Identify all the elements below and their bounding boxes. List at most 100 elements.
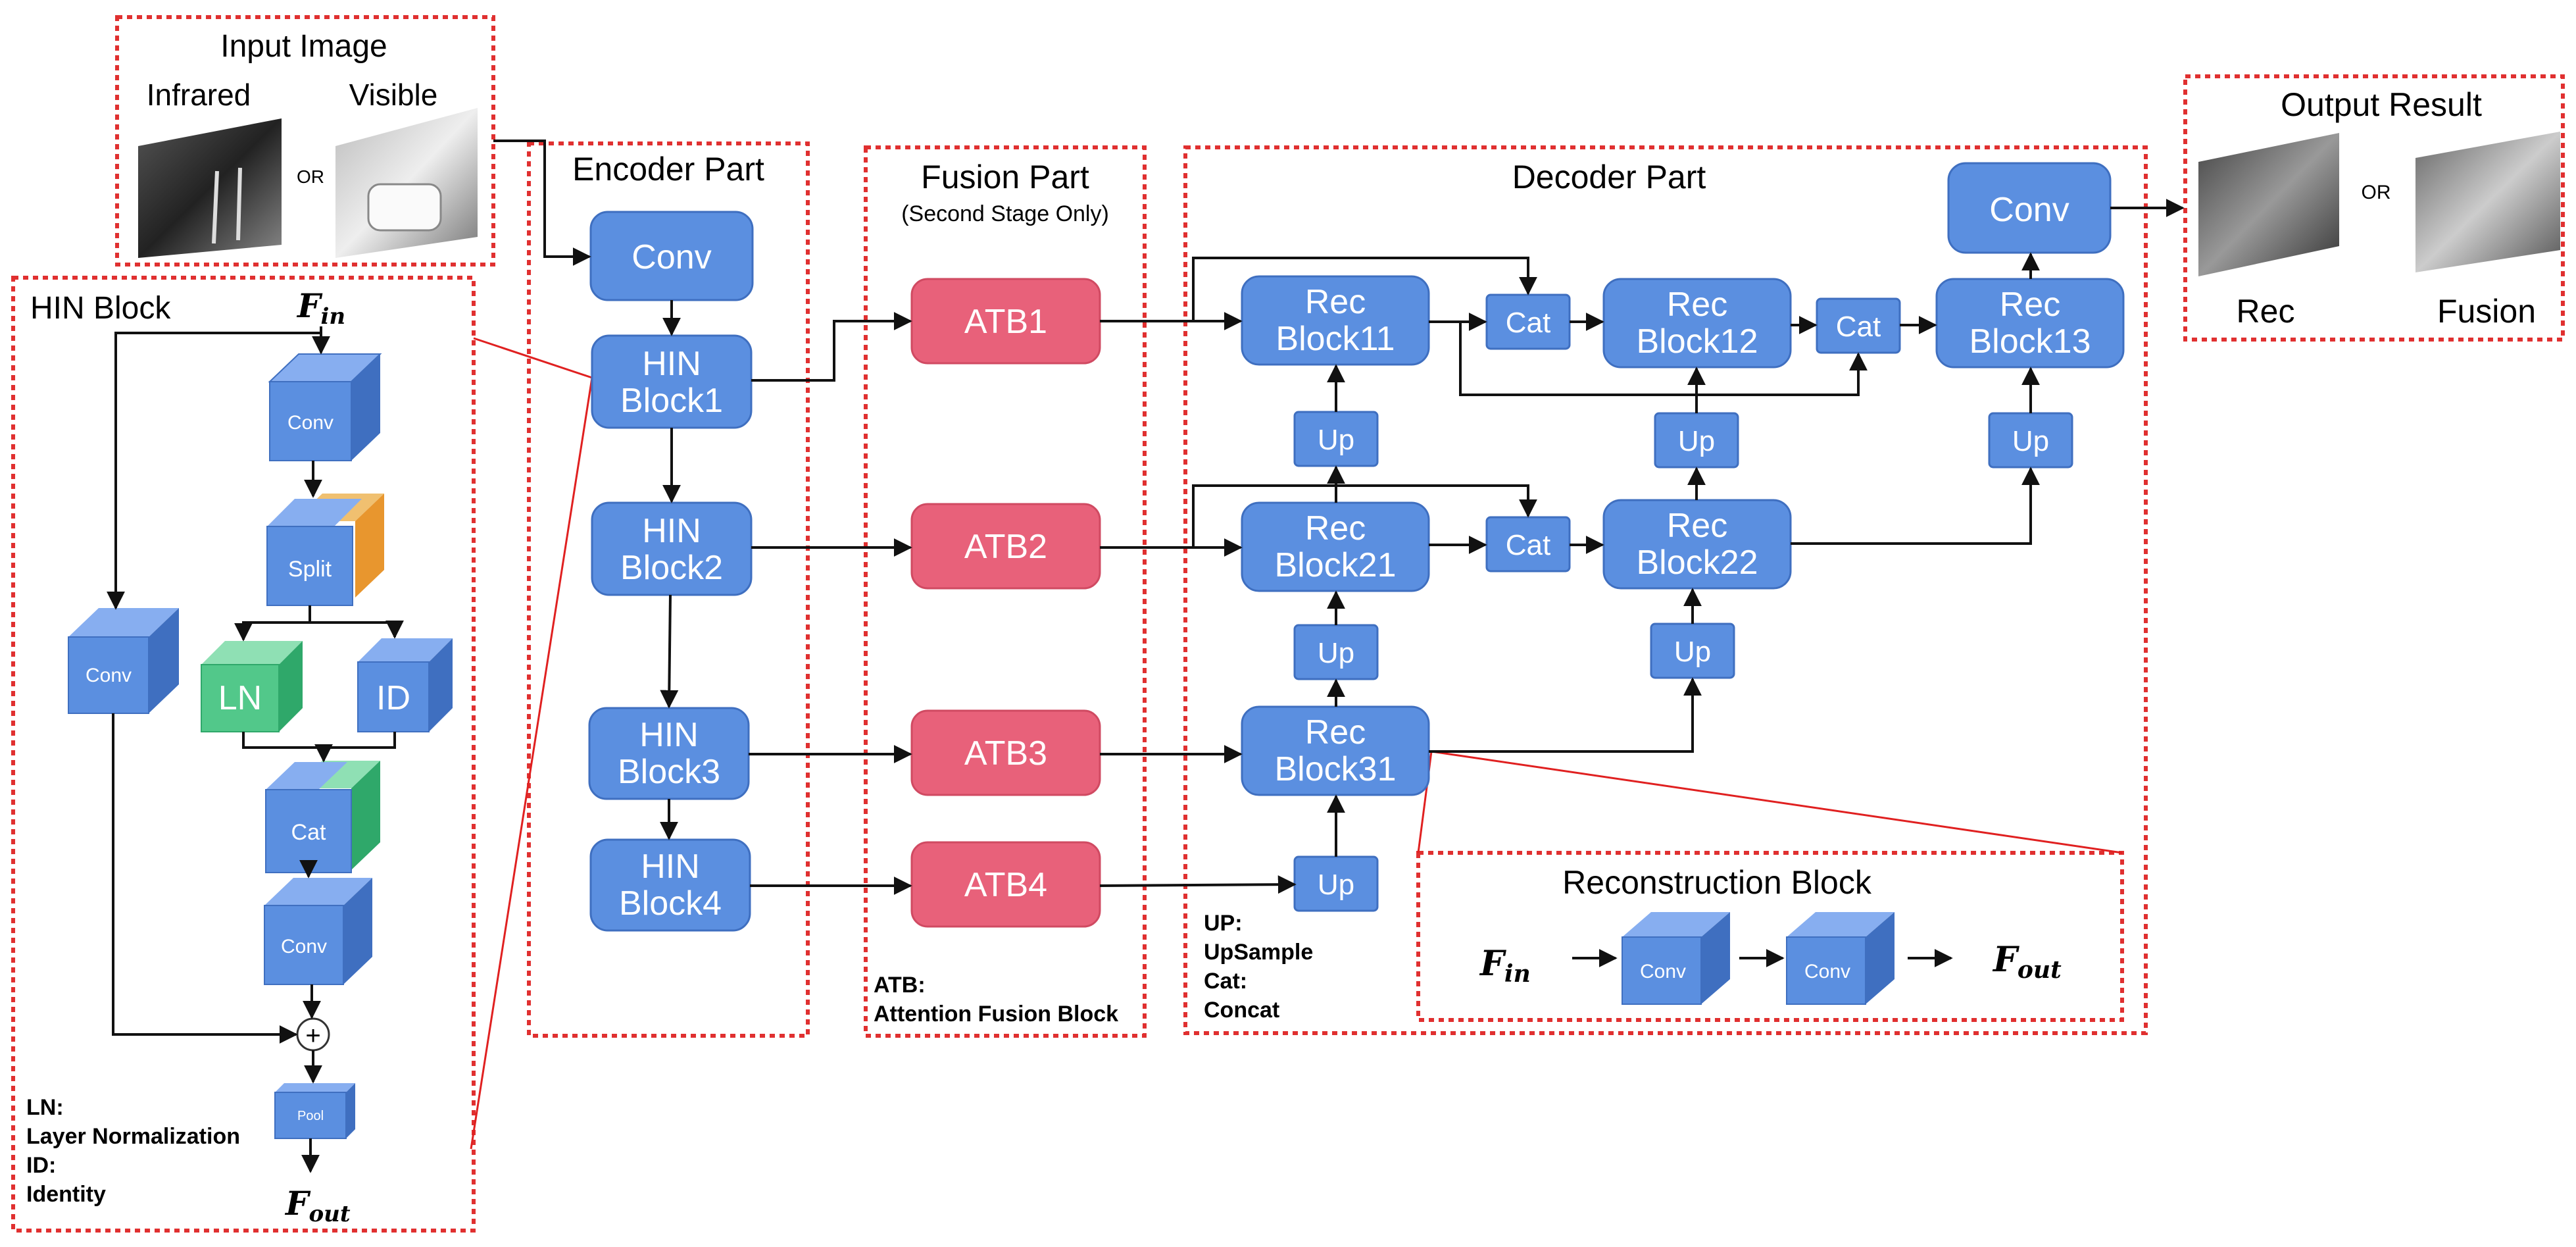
hin-block4-label-1: HIN [641,848,700,886]
encoder-part-frame [527,141,810,1038]
hin-zoom-line-bottom [470,377,593,1150]
hin-block3-label-2: Block3 [618,753,720,791]
hin-ln-label: LN [218,679,262,717]
rec-block21-label-1: Rec [1305,509,1366,547]
atb3-label: ATB3 [964,734,1047,773]
decoder-legend-line2: UpSample [1204,940,1313,965]
hin-block1-label-1: HIN [642,345,701,383]
output-or-label: OR [2362,182,2391,203]
infrared-label: Infrared [147,78,251,112]
rec-block22-label-2: Block22 [1637,544,1758,582]
hin-zoom-line-top [473,337,593,379]
input-image-frame [115,15,495,267]
rec-block12-label-2: Block12 [1637,322,1758,361]
decoder-conv-label: Conv [1989,191,2069,229]
up-label-2: Up [1678,425,1715,457]
encoder-part-title: Encoder Part [572,151,764,188]
hin-legend-line2: Layer Normalization [26,1124,240,1149]
hin-arrow-in-to-side-conv [107,332,321,610]
encoder-conv-label: Conv [632,238,711,276]
fusion-part-title: Fusion Part [921,159,1089,195]
input-image-title: Input Image [220,29,387,64]
reconstruction-block-frame [1416,851,2124,1022]
decoder-legend-line4: Concat [1204,998,1279,1023]
hin-block2-label-1: HIN [642,512,701,550]
hin-id-label: ID [376,679,410,717]
hin-conv-cube-2 [264,878,372,985]
hin-legend-line1: LN: [26,1095,64,1120]
arrow-rec31-to-up5 [1429,677,1702,753]
hin-fin-label: Fin [296,286,345,330]
rec-block13-label-2: Block13 [1969,322,2091,361]
output-result-frame [2183,74,2565,342]
hin-pool-cube [274,1083,355,1139]
arrow-skip-to-cat1 [1192,257,1537,321]
up-label-1: Up [1318,424,1354,456]
hin-arrow-residual-to-add [112,713,298,1044]
input-or-label: OR [297,166,324,187]
hin-arrow-id-to-cat [324,732,396,749]
atb4-label: ATB4 [964,866,1047,904]
hin-arrow-split-to-ln [234,605,311,642]
recon-fout-label: Fout [1992,940,2062,984]
rec-block12-label-1: Rec [1667,286,1727,324]
fusion-legend-line1: ATB: [874,973,926,998]
hin-block4-label-2: Block4 [619,884,722,923]
arrow-skip-to-cat3 [1192,484,1537,547]
hin-block3-label-1: HIN [639,716,699,754]
recon-conv-label-1: Conv [1640,961,1686,982]
visible-car-icon [367,183,442,232]
fusion-part-frame [864,145,1147,1038]
fusion-part-subtitle: (Second Stage Only) [901,201,1109,226]
hin-ln-cube [201,641,303,732]
hin-arrow-split-to-id [310,620,404,639]
rec-block22-label-1: Rec [1667,507,1727,545]
decoder-part-frame [1183,145,2148,1035]
decoder-part-title: Decoder Part [1512,159,1706,195]
decoder-legend-line1: UP: [1204,911,1243,936]
hin-block-title: HIN Block [30,291,171,326]
up-label-5: Up [1674,636,1711,668]
hin-split-cube [266,494,384,606]
recon-conv-label-2: Conv [1804,961,1850,982]
visible-label: Visible [349,78,438,112]
rec-block13-label-1: Rec [2000,286,2060,324]
hin-legend-line3: ID: [26,1153,56,1178]
arrow-rec22-to-up3 [1791,467,2040,545]
rec-block31-label-1: Rec [1305,713,1366,751]
arrow-rec11-skip-to-cat2 [1459,322,1868,396]
cat-label-2: Cat [1836,311,1881,343]
hin-legend-line4: Identity [26,1182,106,1207]
hin-block2-label-2: Block2 [620,549,723,587]
fusion-legend-line2: Attention Fusion Block [874,1002,1118,1027]
recon-block-title: Reconstruction Block [1562,864,1872,901]
hin-id-cube [357,638,453,732]
rec-block21-label-2: Block21 [1275,546,1397,584]
decoder-legend-line3: Cat: [1204,969,1247,994]
hin-conv-label-2: Conv [281,936,327,957]
infrared-figures-icon [212,167,242,244]
recon-fin-label: Fin [1479,944,1531,988]
up-label-4: Up [1318,637,1354,669]
hin-add-symbol: + [305,1021,320,1050]
hin-block-frame [11,276,476,1233]
arrow-input-to-conv [493,140,591,266]
output-result-title: Output Result [2281,86,2482,123]
infrared-image [138,118,282,258]
hin-conv-side-cube [68,608,179,714]
rec-block11-label-2: Block11 [1276,320,1395,358]
up-label-6: Up [1318,869,1354,901]
fusion-output-image [2415,132,2560,272]
hin-pool-label: Pool [297,1109,324,1123]
hin-arrow-ln-to-cat [242,732,333,763]
arrow-atb4-to-up [1099,875,1297,894]
hin-cat-label: Cat [291,820,326,845]
arrow-hin2-to-hin3 [660,594,679,709]
rec-zoom-line-right [1431,750,2123,854]
hin-conv-side-label: Conv [86,665,132,686]
rec-block31-label-2: Block31 [1275,750,1397,788]
hin-split-label: Split [288,557,332,582]
arrow-hin1-to-atb1 [751,312,912,382]
up-label-3: Up [2012,425,2049,457]
